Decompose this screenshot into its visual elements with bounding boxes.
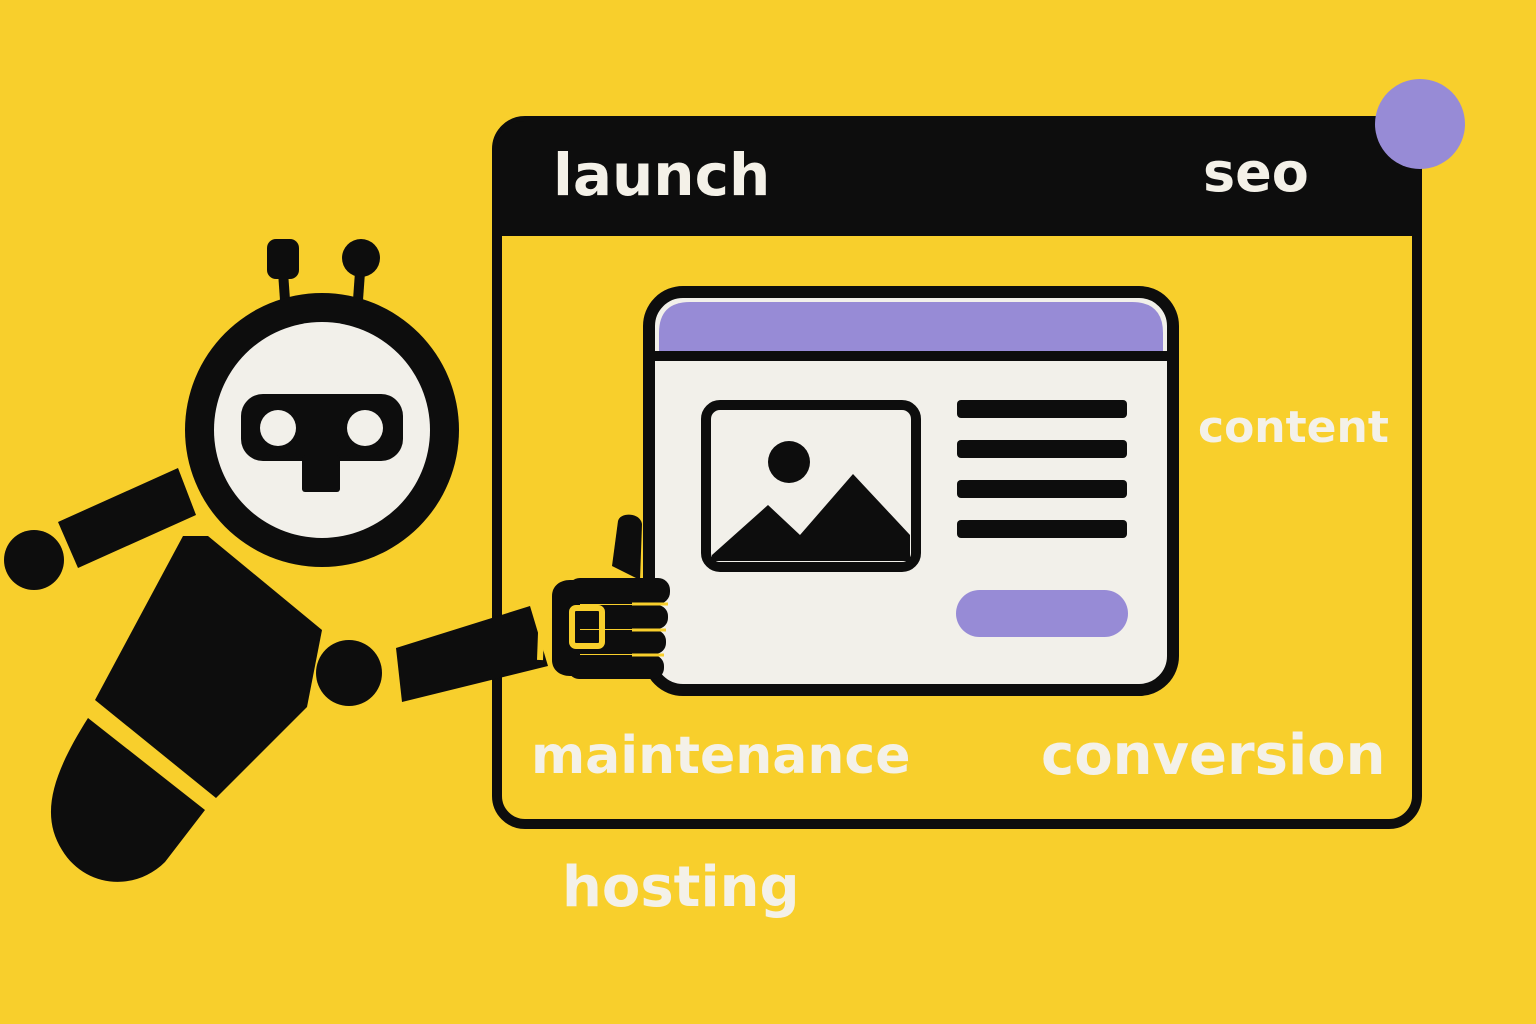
text-line — [957, 400, 1127, 418]
label-content: content — [1198, 402, 1389, 453]
text-line — [957, 480, 1127, 498]
label-maintenance: maintenance — [531, 726, 911, 786]
robot-elbow-joint — [316, 640, 382, 706]
label-launch: launch — [553, 141, 771, 209]
label-hosting: hosting — [562, 855, 800, 920]
robot-body — [95, 536, 322, 798]
robot-base — [50, 718, 205, 882]
label-seo: seo — [1203, 141, 1309, 204]
robot-eye-left — [260, 410, 296, 446]
webpage-card-header — [659, 302, 1163, 352]
antenna-right — [342, 239, 380, 277]
robot-icon — [4, 239, 670, 882]
cta-button[interactable] — [956, 590, 1128, 637]
text-line — [957, 520, 1127, 538]
robot-arm-lower — [396, 606, 548, 702]
antenna-left — [267, 239, 299, 279]
text-line — [957, 440, 1127, 458]
label-conversion: conversion — [1041, 723, 1386, 788]
browser-window-titlebar — [497, 121, 1417, 236]
webpage-card — [643, 286, 1179, 696]
image-icon — [701, 400, 921, 572]
thumbs-up-icon — [537, 514, 670, 679]
robot-eye-right — [347, 410, 383, 446]
robot-head — [185, 293, 459, 567]
robot-arm-upper — [58, 468, 196, 568]
status-dot — [1375, 79, 1465, 169]
robot-shoulder-joint — [4, 530, 64, 590]
